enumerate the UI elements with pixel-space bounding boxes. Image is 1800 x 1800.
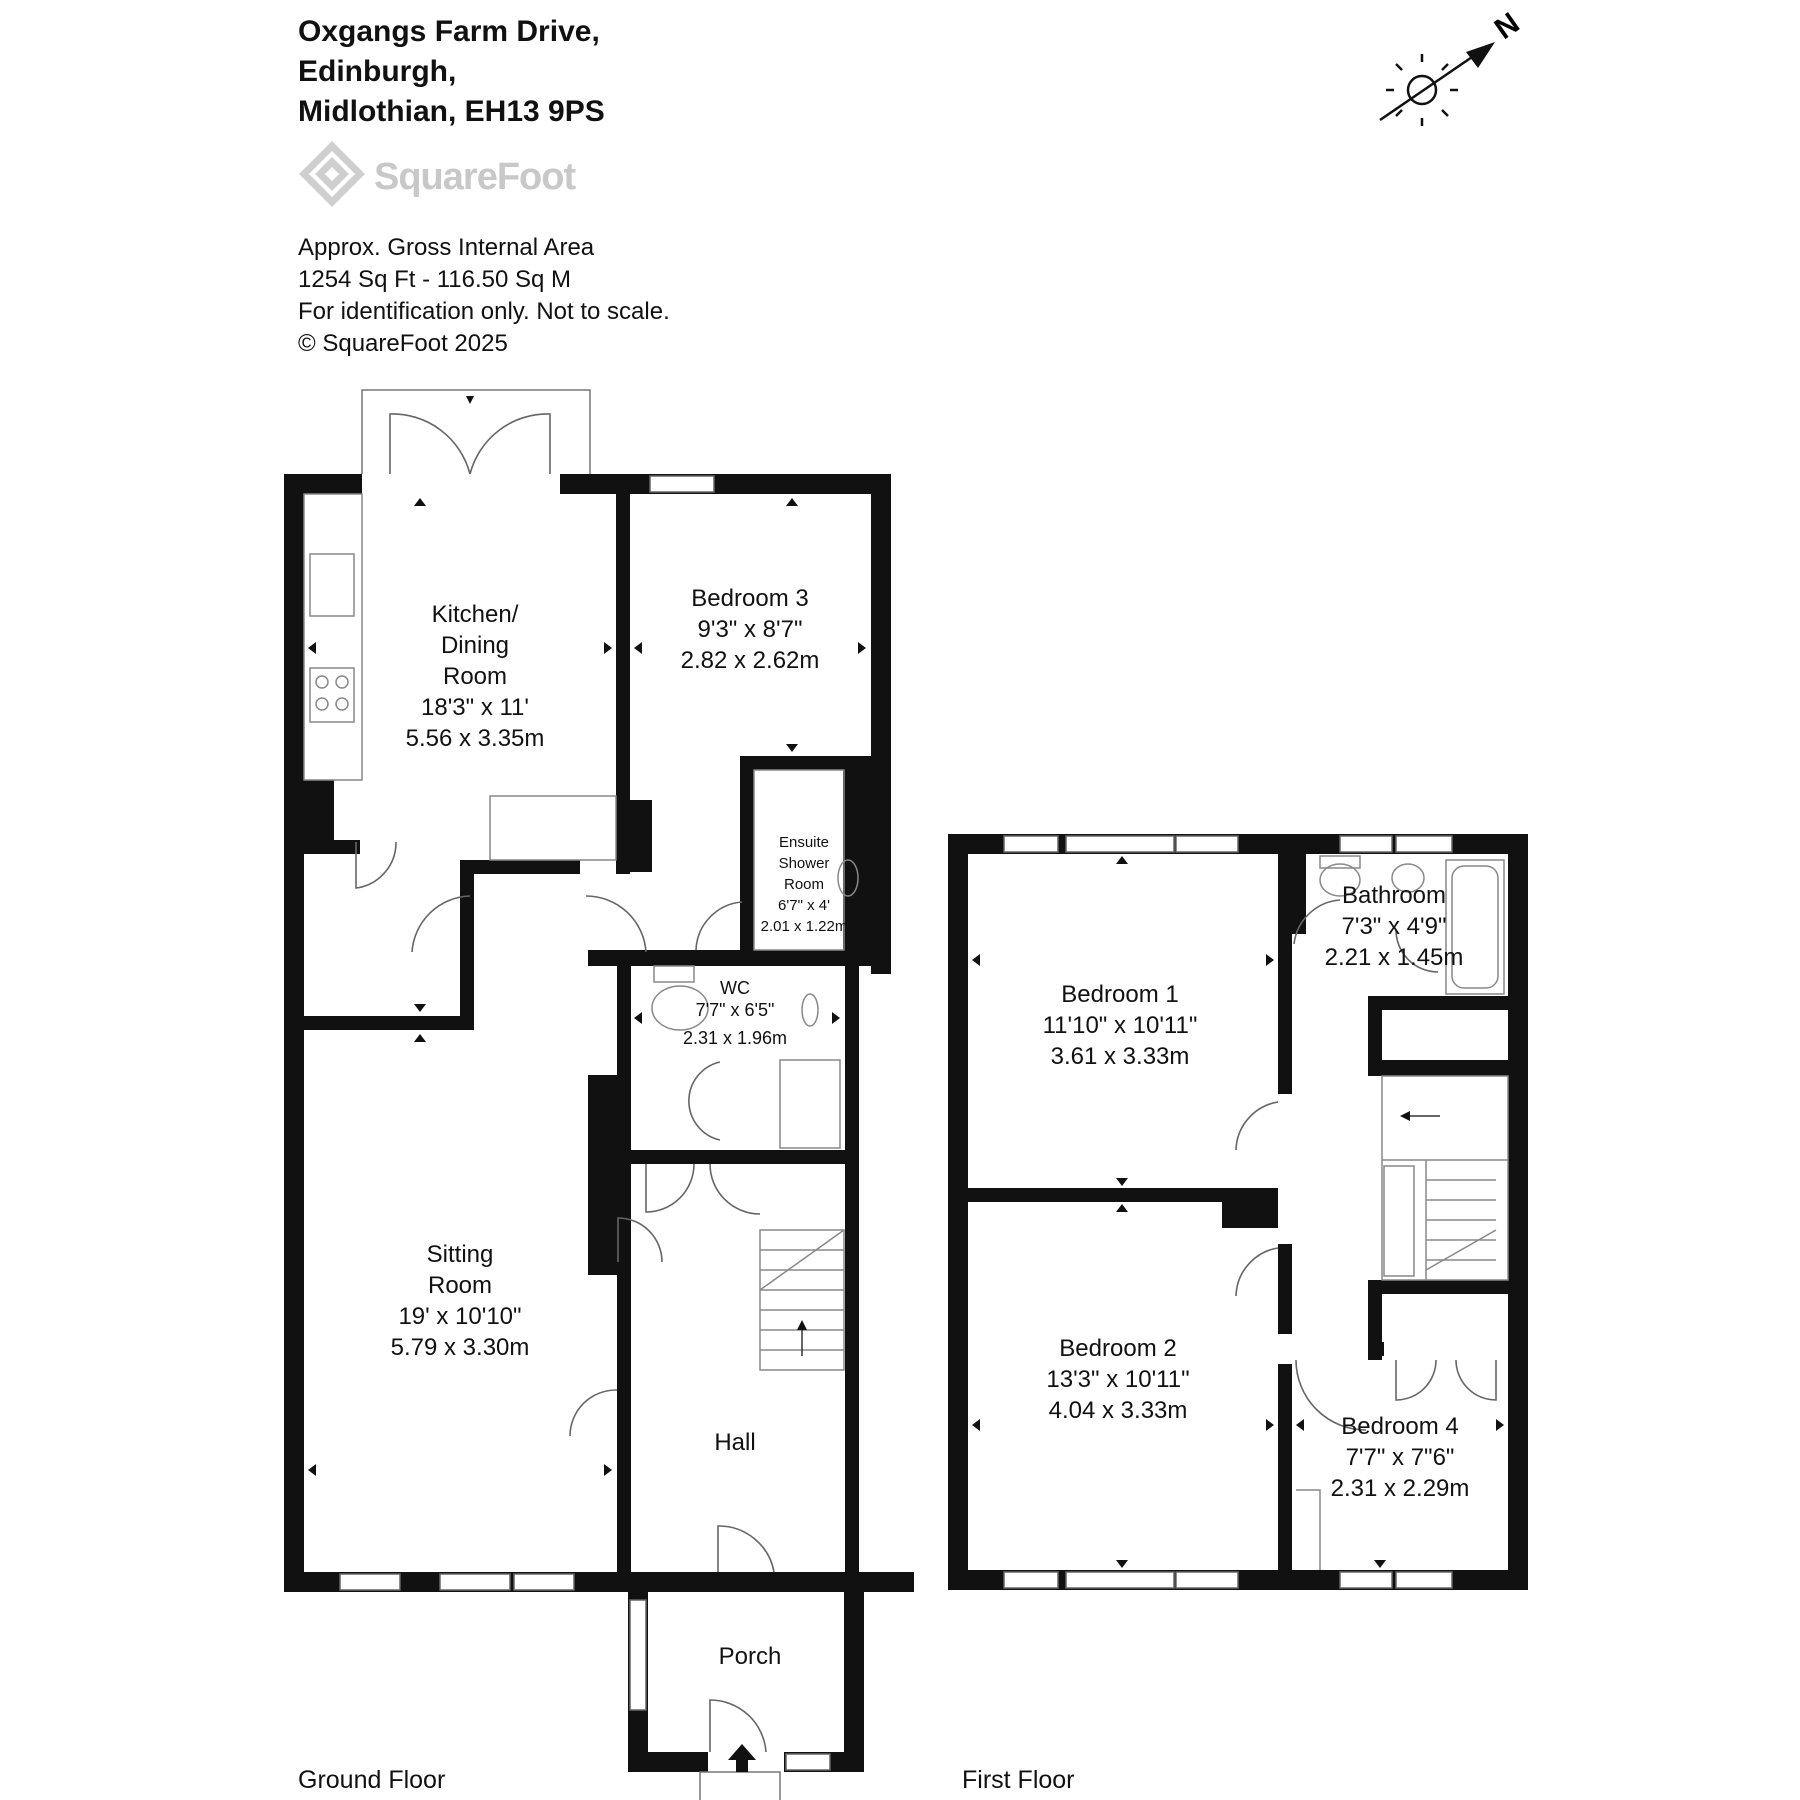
address-line-3: Midlothian, EH13 9PS — [298, 95, 605, 128]
kitchen-metric: 5.56 x 3.35m — [406, 725, 545, 752]
area-title: Approx. Gross Internal Area — [298, 234, 595, 261]
wc-imperial: 7'7" x 6'5" — [696, 1000, 775, 1020]
ground-floor-plan — [284, 389, 914, 1800]
wc-metric: 2.31 x 1.96m — [683, 1028, 787, 1048]
bedroom3-metric: 2.82 x 2.62m — [681, 647, 820, 674]
bedroom4-imperial: 7'7" x 7"6" — [1346, 1444, 1455, 1471]
squarefoot-logo: SquareFoot — [296, 140, 596, 220]
kitchen-name-3: Room — [443, 663, 507, 690]
hall-name: Hall — [714, 1429, 755, 1456]
kitchen-name-2: Dining — [441, 632, 509, 659]
ground-floor-label: Ground Floor — [298, 1766, 446, 1794]
logo-mark-icon — [299, 141, 365, 207]
bedroom2-metric: 4.04 x 3.33m — [1049, 1397, 1188, 1424]
sitting-name-1: Sitting — [427, 1241, 494, 1268]
bedroom1-imperial: 11'10" x 10'11" — [1043, 1012, 1198, 1039]
bedroom4-name: Bedroom 4 — [1341, 1413, 1458, 1440]
area-info: Approx. Gross Internal Area 1254 Sq Ft -… — [298, 232, 670, 360]
kitchen-imperial: 18'3" x 11' — [421, 694, 529, 721]
area-value: 1254 Sq Ft - 116.50 Sq M — [298, 266, 572, 293]
compass-icon: N — [1379, 6, 1526, 126]
first-floor-label: First Floor — [962, 1766, 1075, 1794]
bedroom2-name: Bedroom 2 — [1059, 1335, 1176, 1362]
ensuite-imperial: 6'7" x 4' — [778, 897, 830, 914]
bedroom3-imperial: 9'3" x 8'7" — [698, 616, 803, 643]
room-labels: Kitchen/ Dining Room 18'3" x 11' 5.56 x … — [391, 585, 1470, 1670]
ensuite-name-3: Room — [784, 876, 824, 893]
disclaimer: For identification only. Not to scale. — [298, 298, 670, 325]
copyright: © SquareFoot 2025 — [298, 330, 508, 357]
ensuite-metric: 2.01 x 1.22m — [761, 918, 848, 935]
sitting-imperial: 19' x 10'10" — [398, 1303, 521, 1330]
first-floor-plan — [948, 834, 1528, 1590]
bedroom3-name: Bedroom 3 — [691, 585, 808, 612]
bathroom-imperial: 7'3" x 4'9" — [1342, 913, 1447, 940]
wc-name: WC — [720, 978, 750, 998]
address-line-2: Edinburgh, — [298, 55, 457, 88]
sitting-name-2: Room — [428, 1272, 492, 1299]
kitchen-name-1: Kitchen/ — [432, 601, 519, 628]
bathroom-metric: 2.21 x 1.45m — [1325, 944, 1464, 971]
bedroom1-name: Bedroom 1 — [1061, 981, 1178, 1008]
property-address: Oxgangs Farm Drive, Edinburgh, Midlothia… — [298, 12, 605, 132]
bedroom1-metric: 3.61 x 3.33m — [1051, 1043, 1190, 1070]
logo-text: SquareFoot — [374, 156, 576, 198]
address-line-1: Oxgangs Farm Drive, — [298, 15, 600, 48]
bathroom-name: Bathroom — [1342, 882, 1446, 909]
north-label: N — [1489, 6, 1526, 45]
bedroom2-imperial: 13'3" x 10'11" — [1046, 1366, 1189, 1393]
porch-name: Porch — [719, 1643, 782, 1670]
ensuite-name-2: Shower — [779, 855, 830, 872]
bedroom4-metric: 2.31 x 2.29m — [1331, 1475, 1470, 1502]
sitting-metric: 5.79 x 3.30m — [391, 1334, 530, 1361]
ensuite-name-1: Ensuite — [779, 834, 829, 851]
